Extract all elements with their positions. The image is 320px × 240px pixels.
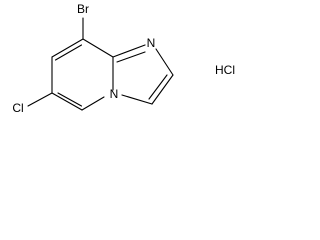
chlorine-label: Cl	[12, 101, 23, 115]
bond-c8-c7-inner	[54, 44, 83, 61]
bond-c5-n4	[81, 96, 105, 111]
bond-c3-n4	[121, 94, 153, 105]
bond-n1-c2	[155, 48, 174, 76]
bond-c8a-n1	[112, 44, 146, 58]
bond-c2-c3	[151, 74, 174, 105]
imidazole-nitrogen-label: N	[147, 36, 156, 50]
bond-c6-c5-inner	[57, 92, 83, 107]
bond-c6-cl	[27, 92, 53, 107]
bromine-label: Br	[77, 2, 89, 16]
bond-c2-c3-inner	[148, 74, 168, 100]
bond-c8a-c8	[82, 38, 114, 58]
bridgehead-nitrogen-label: N	[110, 87, 119, 101]
bond-c8a-n1-inner	[116, 51, 146, 63]
chemical-structure: Br N N Cl HCl	[12, 2, 235, 115]
bond-c8-c7	[51, 38, 84, 58]
hydrochloride-label: HCl	[215, 63, 235, 77]
bond-c6-c5	[51, 92, 83, 111]
